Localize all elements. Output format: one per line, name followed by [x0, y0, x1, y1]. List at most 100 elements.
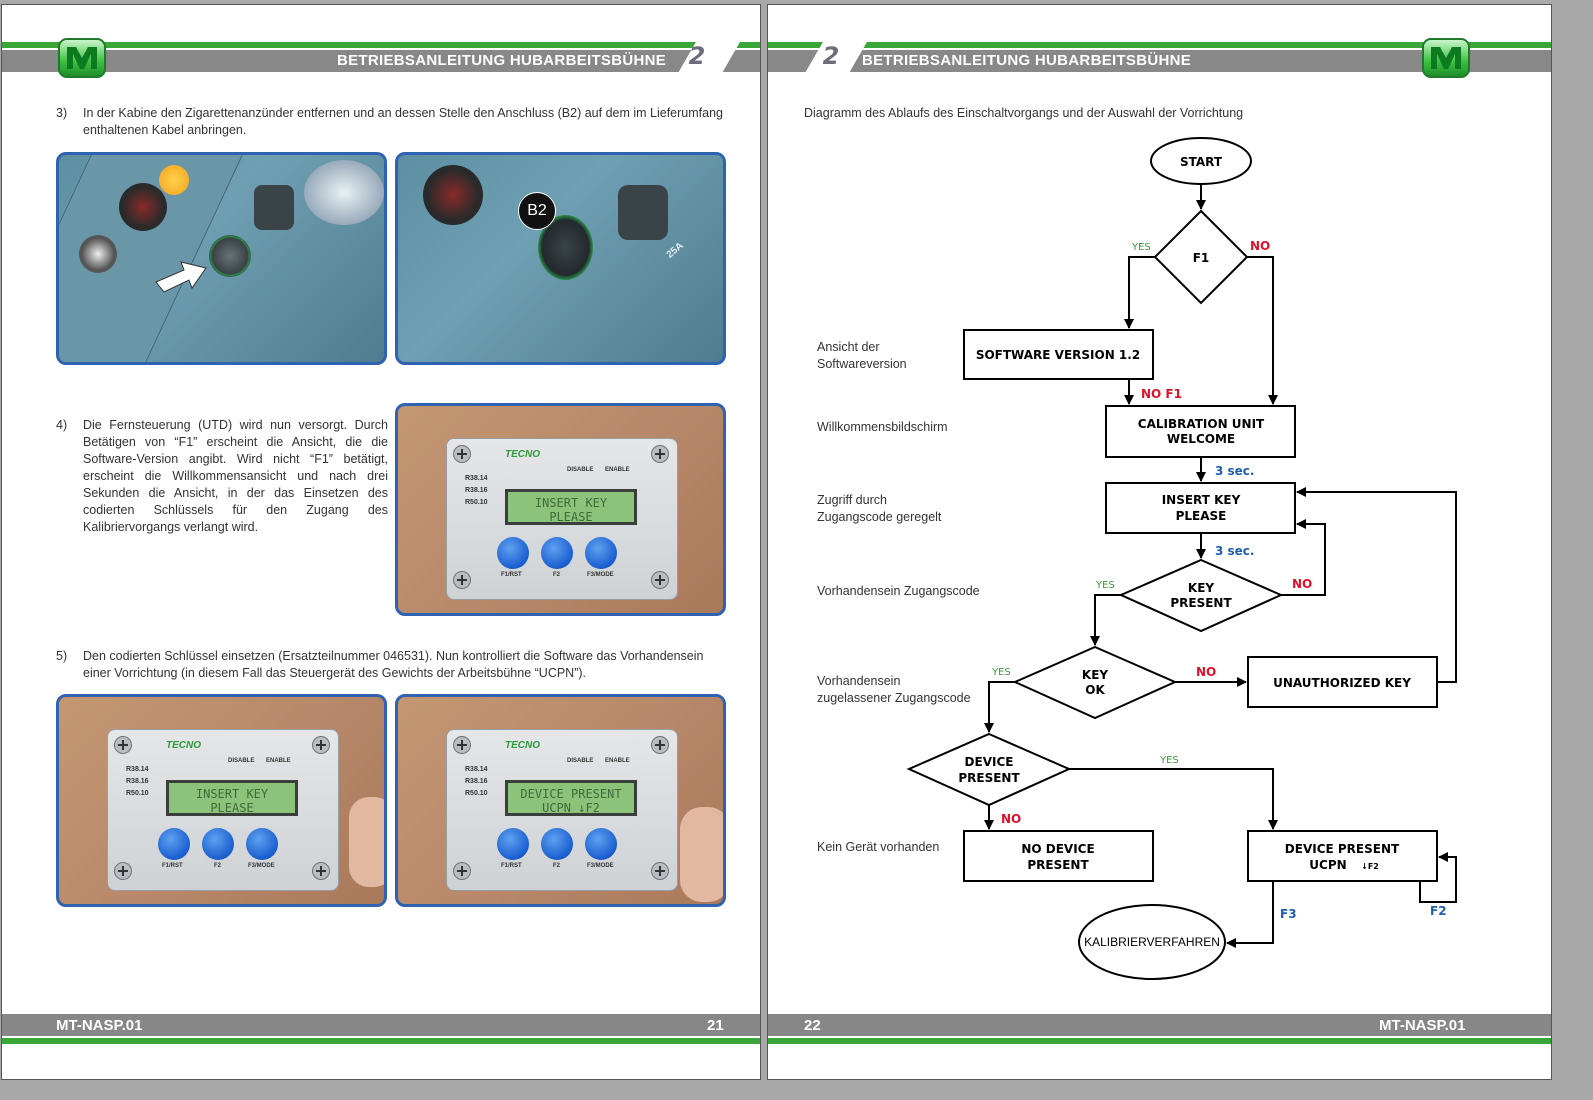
f2-button: [541, 828, 573, 860]
edge-f3: [1226, 881, 1274, 948]
led-label: R38.16: [465, 487, 488, 494]
rotary-switch: [79, 235, 117, 273]
device-no-label: NO: [1001, 812, 1021, 826]
device-q-line1: DEVICE: [965, 755, 1014, 769]
calibration-procedure-node: [1078, 904, 1226, 980]
side-label-key-present: Vorhandensein Zugangscode: [817, 584, 980, 598]
device-present-line1: DEVICE PRESENT: [1285, 842, 1400, 856]
edge-f1-yes: [1124, 256, 1155, 329]
mt-logo-icon: [1422, 38, 1470, 78]
device-yes-label: YES: [1159, 755, 1179, 766]
step-text: Die Fernsteuerung (UTD) wird nun versorg…: [83, 418, 388, 534]
f1-no-label: NO: [1250, 239, 1270, 253]
insert-key-line1: INSERT KEY: [1162, 493, 1241, 507]
page-21: BETRIEBSANLEITUNG HUBARBEITSBÜHNE 2 3) I…: [1, 4, 761, 1080]
footer-green-stripe: [768, 1038, 1551, 1044]
edge-unauthorized-insert: [1296, 487, 1457, 683]
no-device-node: [963, 830, 1154, 882]
side-label-access: Zugriff durch Zugangscode geregelt: [817, 493, 942, 524]
welcome-node: [1105, 405, 1296, 458]
side-label-welcome: Willkommensbildschirm: [817, 420, 948, 434]
no-device-line2: PRESENT: [1027, 858, 1089, 872]
welcome-line2: WELCOME: [1167, 432, 1235, 446]
insert-key-node: [1105, 482, 1296, 534]
side-label-key-ok: Vorhandensein zugelassener Zugangscode: [817, 674, 971, 705]
usb-cover: [254, 185, 294, 230]
photo-dashboard-socket: [56, 152, 387, 365]
f1-yes-label: YES: [1131, 242, 1151, 253]
unauthorized-label: UNAUTHORIZED KEY: [1273, 676, 1411, 690]
device-present-line2: UCPN: [1309, 858, 1346, 872]
start-label: START: [1180, 155, 1223, 169]
step-text: Den codierten Schlüssel einsetzen (Ersat…: [83, 649, 704, 680]
photo-b2-connector: 25A B2: [395, 152, 726, 365]
usb-cover: [618, 185, 668, 240]
f2-button: [541, 537, 573, 569]
device-present-decision: [906, 732, 1072, 807]
keypresent-yes-label: YES: [1095, 580, 1115, 591]
edge-keypresent-yes: [1090, 594, 1121, 646]
spirit-level: [304, 160, 384, 225]
f3-button: [585, 537, 617, 569]
header-title: BETRIEBSANLEITUNG HUBARBEITSBÜHNE: [862, 52, 1192, 69]
header-title: BETRIEBSANLEITUNG HUBARBEITSBÜHNE: [337, 52, 667, 69]
no-device-line1: NO DEVICE: [1021, 842, 1094, 856]
lcd-screen: DEVICE PRESENT UCPN ↓F2: [505, 780, 637, 816]
f1-decision: [1153, 209, 1249, 305]
key-ok-decision: [1012, 645, 1178, 720]
page-22: 2 BETRIEBSANLEITUNG HUBARBEITSBÜHNE Diag…: [767, 4, 1552, 1080]
step-number: 4): [56, 418, 68, 432]
step-number: 3): [56, 106, 68, 120]
edge-keyok-yes: [984, 681, 1015, 733]
keyok-yes-label: YES: [991, 667, 1011, 678]
brand-label: TECNO: [505, 449, 540, 460]
key-present-decision: [1118, 558, 1284, 633]
insert-key-line2: PLEASE: [1176, 509, 1227, 523]
header-green-stripe: [768, 42, 1551, 48]
f1-button: [497, 537, 529, 569]
doc-code: MT-NASP.01: [1379, 1017, 1466, 1034]
side-label-no-device: Kein Gerät vorhanden: [817, 840, 940, 854]
photo-device-insert-key: TECNO DISABLE ENABLE R38.14 R38.16 R50.1…: [395, 403, 726, 616]
amber-lamp: [159, 165, 189, 195]
key-present-line2: PRESENT: [1170, 596, 1232, 610]
led-label: R38.14: [465, 475, 488, 482]
lcd-screen: INSERT KEY PLEASE: [505, 489, 637, 525]
doc-code: MT-NASP.01: [56, 1017, 143, 1034]
software-label: SOFTWARE VERSION 1.2: [976, 348, 1140, 362]
edge-keypresent-no: [1281, 519, 1326, 596]
footer-gray-band: [768, 1014, 1551, 1036]
arrow-icon: [155, 261, 207, 293]
software-version-node: [963, 329, 1154, 380]
hand: [349, 797, 384, 887]
device-q-line2: PRESENT: [958, 771, 1020, 785]
f2-label: F2: [1430, 904, 1447, 918]
edge-f1-no: [1247, 256, 1278, 405]
chapter-number: 2: [822, 42, 840, 70]
edge-device-yes: [1069, 768, 1278, 830]
photo-device-key-inserted: TECNO DISABLE ENABLE R38.14 R38.16 R50.1…: [56, 694, 387, 907]
photo-device-present: TECNO DISABLE ENABLE R38.14 R38.16 R50.1…: [395, 694, 726, 907]
unauthorized-key-node: [1247, 656, 1438, 708]
device-present-suffix: ↓F2: [1361, 862, 1379, 871]
footer-green-stripe: [2, 1038, 760, 1044]
hazard-button: [423, 165, 483, 225]
b2-callout: B2: [518, 192, 556, 230]
step-text: In der Kabine den Zigarettenanzünder ent…: [83, 106, 723, 137]
f1-button: [497, 828, 529, 860]
f1-label: F1: [1193, 251, 1210, 265]
key-ok-line1: KEY: [1082, 668, 1108, 682]
device-present-node: [1247, 830, 1438, 882]
side-label-software: Ansicht der Softwareversion: [817, 340, 907, 371]
enable-label: ENABLE: [605, 467, 630, 473]
flowchart: START F1 SOFTWARE VERSION 1.2 CALIBRATIO…: [906, 137, 1457, 980]
header-gray-band: [2, 50, 760, 72]
calibration-device: TECNO DISABLE ENABLE R38.14 R38.16 R50.1…: [446, 438, 678, 600]
step-number: 5): [56, 649, 68, 663]
hazard-button: [119, 183, 167, 231]
power-socket: [209, 235, 251, 277]
welcome-line1: CALIBRATION UNIT: [1138, 417, 1265, 431]
edge-f2-loop: [1419, 852, 1457, 903]
key-present-line1: KEY: [1188, 581, 1214, 595]
f3-button: [246, 828, 278, 860]
